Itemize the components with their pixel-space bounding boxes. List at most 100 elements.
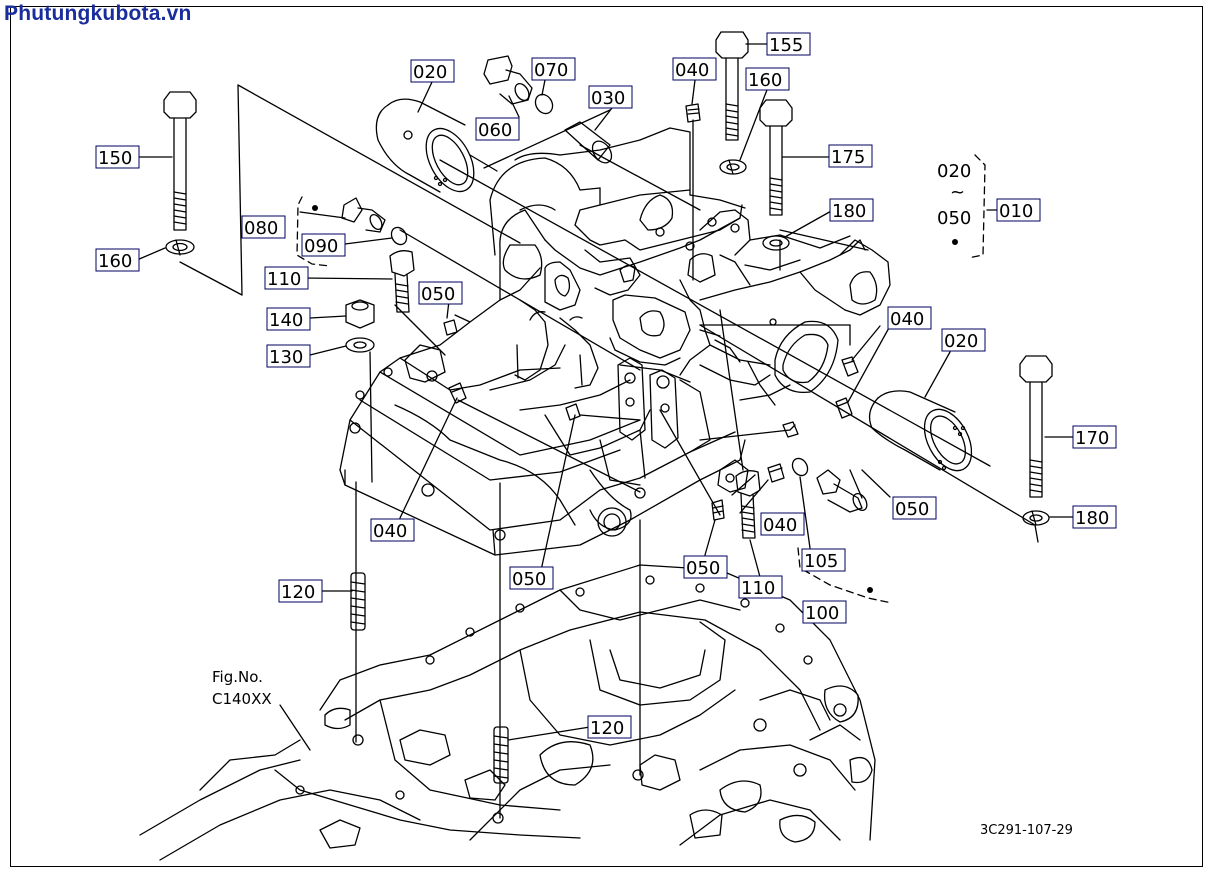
bolt-110-upper <box>389 250 415 313</box>
plugs-040-050 <box>443 103 859 521</box>
label-120-left: 120 <box>278 579 323 603</box>
label-160-right: 160 <box>745 67 790 91</box>
fitting-100 <box>816 469 868 513</box>
label-090: 090 <box>301 233 346 257</box>
svg-text:040: 040 <box>890 309 924 330</box>
svg-text:020: 020 <box>944 331 978 352</box>
label-070: 070 <box>531 57 576 81</box>
group-brackets <box>296 154 986 604</box>
svg-text:120: 120 <box>281 582 315 603</box>
range-label-020-050: 020 ~ 050 <box>937 161 971 229</box>
label-leaders <box>136 43 1075 741</box>
label-050-lower-mid: 050 <box>683 555 728 579</box>
svg-text:020: 020 <box>937 161 971 182</box>
bolt-150 <box>163 91 197 231</box>
svg-text:020: 020 <box>413 62 447 83</box>
svg-text:180: 180 <box>1075 508 1109 529</box>
bolt-170 <box>1019 355 1053 498</box>
drawing-frame <box>10 6 1203 867</box>
svg-text:050: 050 <box>686 558 720 579</box>
svg-text:110: 110 <box>741 578 775 599</box>
svg-text:150: 150 <box>98 148 132 169</box>
svg-text:090: 090 <box>304 236 338 257</box>
label-110-lower: 110 <box>738 575 783 599</box>
label-160-left: 160 <box>95 248 140 272</box>
svg-text:060: 060 <box>478 120 512 141</box>
svg-text:040: 040 <box>675 60 709 81</box>
svg-text:140: 140 <box>269 310 303 331</box>
label-140: 140 <box>266 307 311 331</box>
label-120-right: 120 <box>587 715 632 739</box>
label-050-upper: 050 <box>418 281 463 305</box>
nut-140 <box>345 299 375 329</box>
washer-160-left <box>165 239 195 256</box>
svg-text:C140XX: C140XX <box>212 690 272 708</box>
svg-text:175: 175 <box>831 147 865 168</box>
svg-text:050: 050 <box>512 569 546 590</box>
fitting-060 <box>483 55 533 105</box>
label-020-upper: 020 <box>410 59 455 83</box>
svg-text:070: 070 <box>534 60 568 81</box>
pipe-030 <box>564 121 613 164</box>
bushing-020-upper <box>375 98 475 193</box>
svg-text:040: 040 <box>373 521 407 542</box>
washer-180-right <box>762 235 790 251</box>
cylinder-case-body <box>339 127 891 556</box>
svg-text:110: 110 <box>267 269 301 290</box>
svg-text:160: 160 <box>748 70 782 91</box>
label-150: 150 <box>95 145 140 169</box>
svg-text:050: 050 <box>421 284 455 305</box>
site-watermark: Phutungkubota.vn <box>4 2 192 25</box>
svg-text:100: 100 <box>805 603 839 624</box>
oring-070 <box>534 93 554 115</box>
label-060: 060 <box>475 117 520 141</box>
svg-text:040: 040 <box>763 515 797 536</box>
svg-text:120: 120 <box>590 718 624 739</box>
svg-text:Fig.No.: Fig.No. <box>212 668 263 686</box>
transmission-case <box>139 564 876 861</box>
svg-text:170: 170 <box>1075 428 1109 449</box>
label-030: 030 <box>588 85 633 109</box>
label-050-lower-left: 050 <box>509 566 554 590</box>
label-105: 105 <box>801 548 846 572</box>
label-010: 010 <box>996 198 1041 222</box>
svg-text:080: 080 <box>244 218 278 239</box>
svg-text:030: 030 <box>591 88 625 109</box>
label-130: 130 <box>266 344 311 368</box>
washer-160-right <box>719 159 747 175</box>
svg-text:010: 010 <box>999 201 1033 222</box>
svg-text:050: 050 <box>895 499 929 520</box>
svg-text:160: 160 <box>98 251 132 272</box>
label-180-lower: 180 <box>1072 505 1117 529</box>
label-175: 175 <box>828 144 873 168</box>
label-170: 170 <box>1072 425 1117 449</box>
svg-text:105: 105 <box>804 551 838 572</box>
bolt-155 <box>715 31 749 141</box>
bushing-020-lower <box>868 390 973 472</box>
svg-text:050: 050 <box>937 208 971 229</box>
label-050-right: 050 <box>892 496 937 520</box>
figure-reference: Fig.No. C140XX <box>212 668 272 708</box>
leader-lines <box>179 84 1039 819</box>
bolt-110-lower <box>735 470 761 539</box>
label-040-lower-left: 040 <box>370 518 415 542</box>
label-110-upper: 110 <box>264 266 309 290</box>
label-155: 155 <box>766 32 811 56</box>
label-080: 080 <box>241 215 286 239</box>
stud-120-left <box>350 572 366 631</box>
oring-090 <box>390 226 408 246</box>
washer-130 <box>345 337 375 353</box>
part-labels: 020 070 030 060 040 155 160 175 180 010 … <box>95 32 1117 838</box>
label-020-lower: 020 <box>941 328 986 352</box>
svg-text:180: 180 <box>832 201 866 222</box>
oring-105 <box>791 457 809 477</box>
stud-120-right <box>493 726 509 784</box>
label-100: 100 <box>802 600 847 624</box>
svg-text:130: 130 <box>269 347 303 368</box>
bolt-175 <box>759 99 793 216</box>
svg-text:155: 155 <box>769 35 803 56</box>
label-040-top: 040 <box>672 57 717 81</box>
ref-dots <box>312 205 958 593</box>
label-040-lower-mid: 040 <box>760 512 805 536</box>
